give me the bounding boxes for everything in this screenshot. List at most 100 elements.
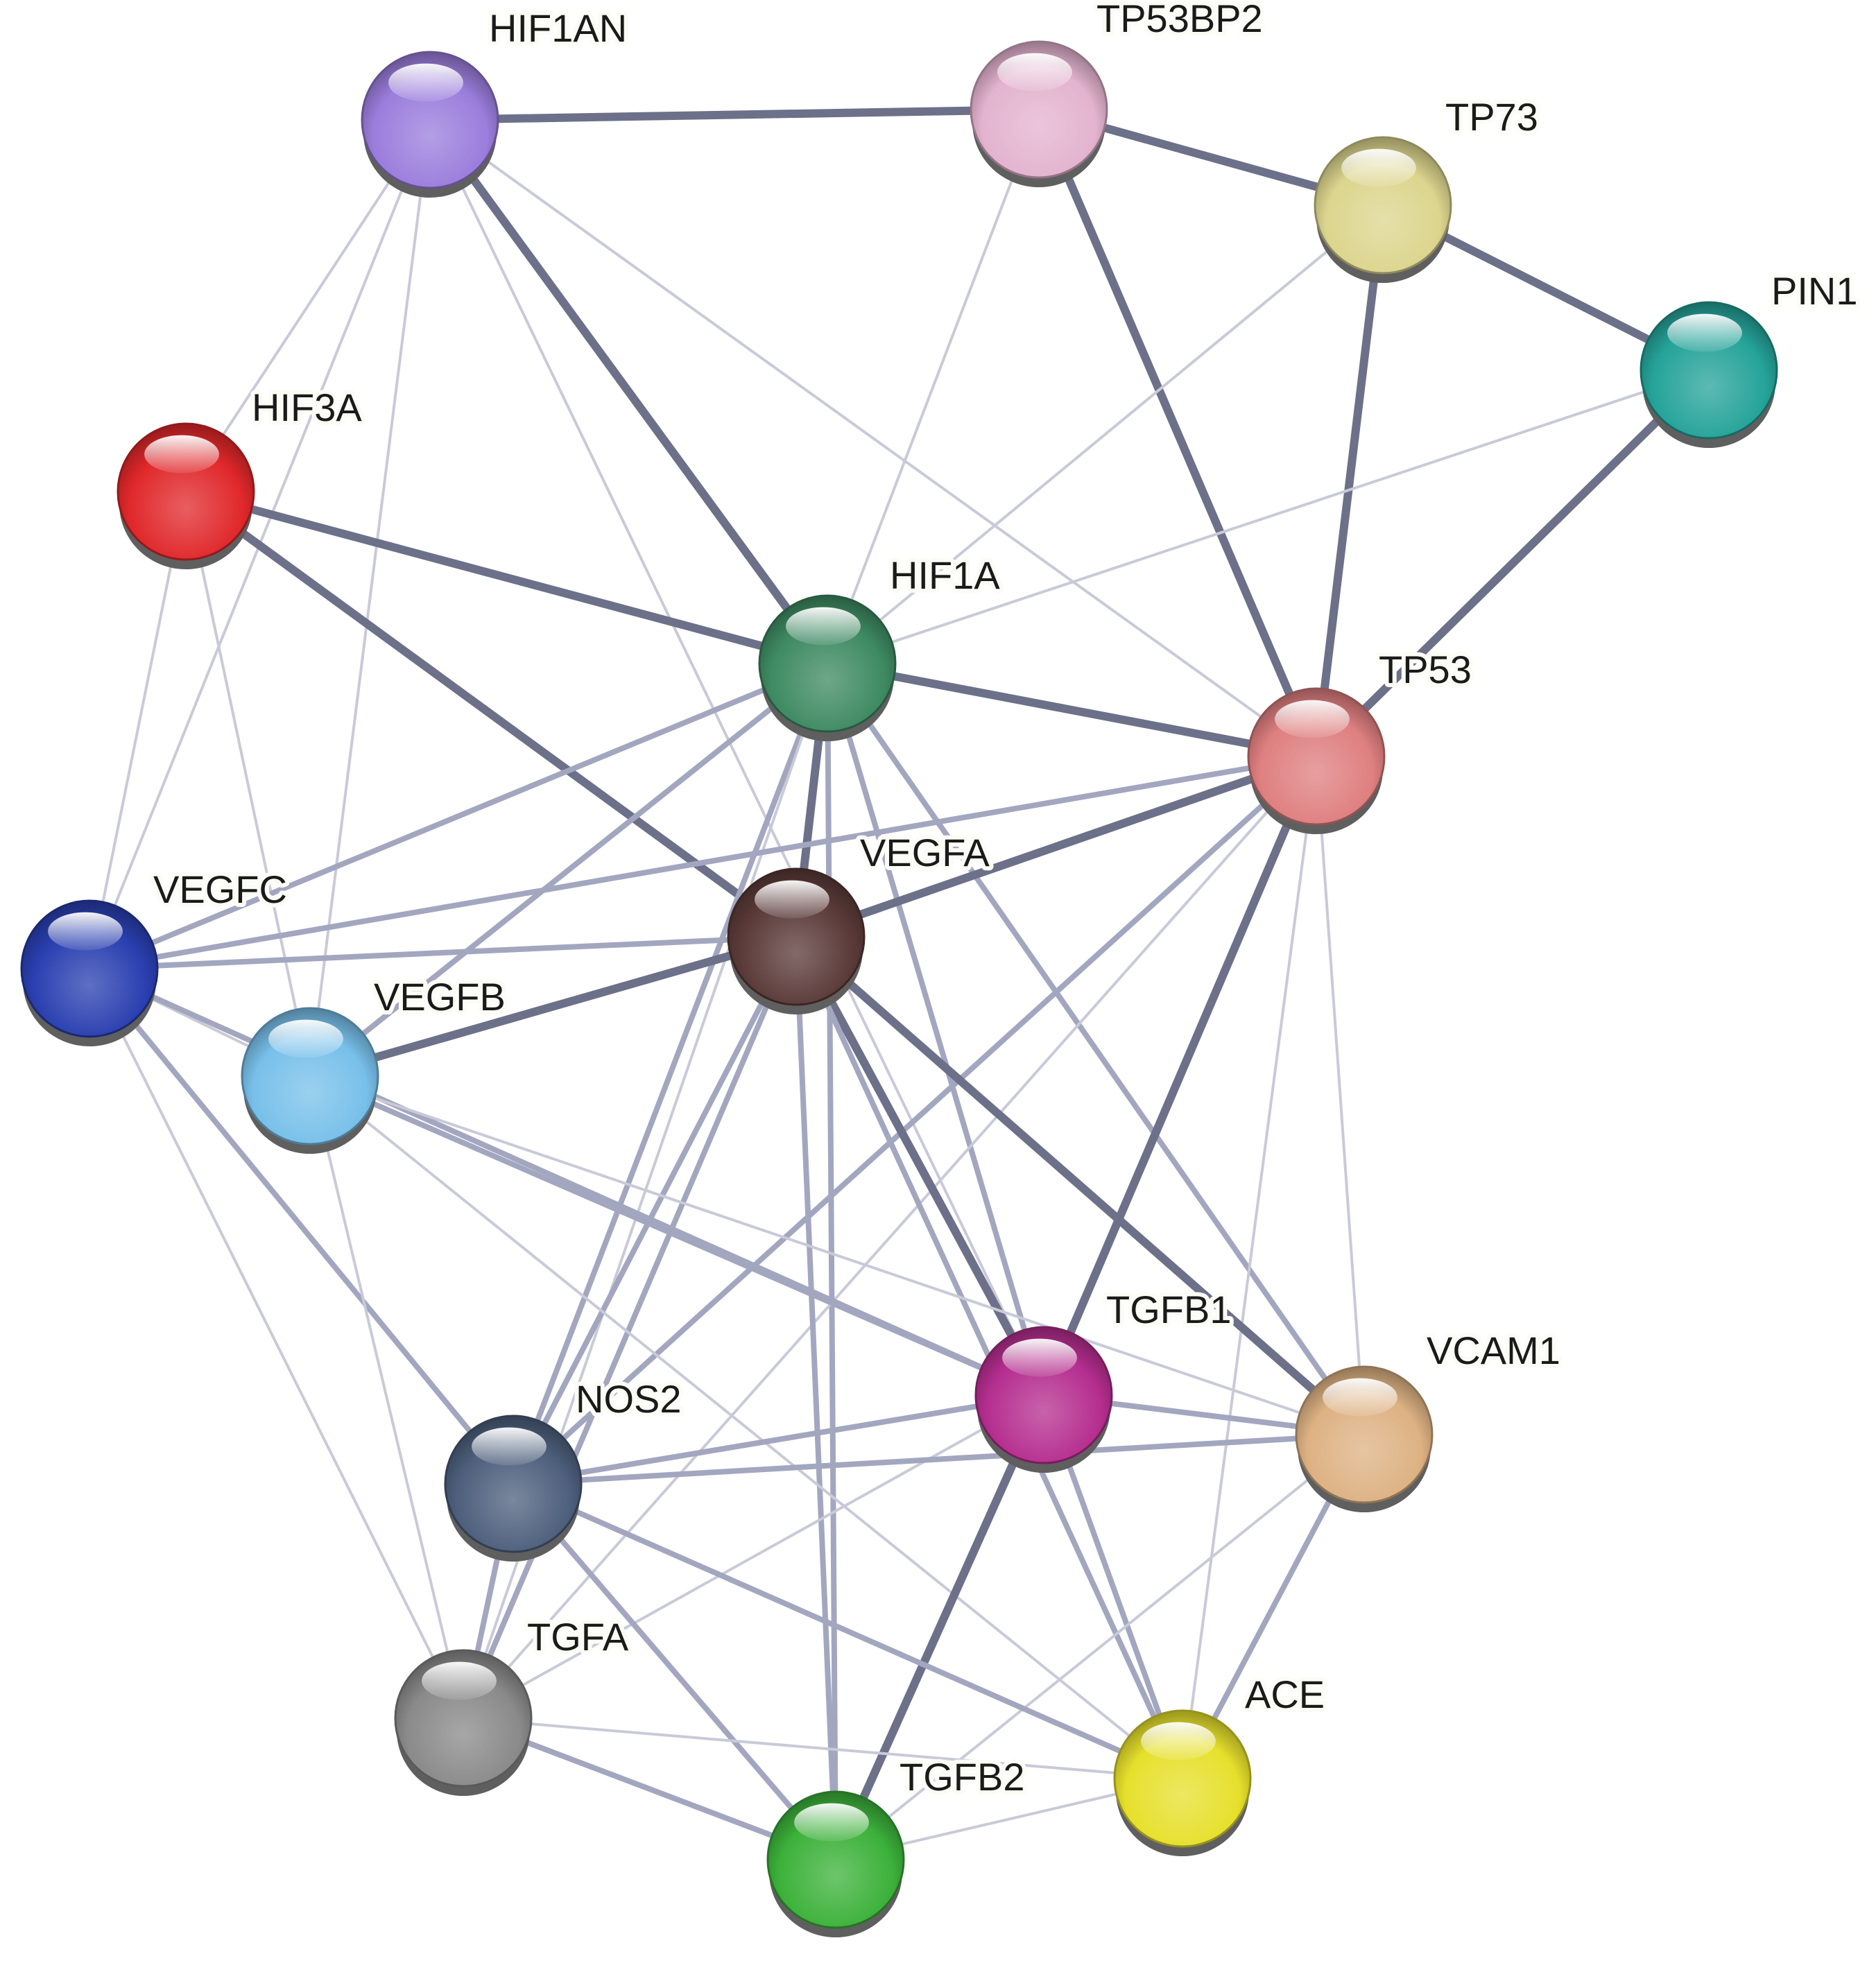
edge-vcam1-nos2 bbox=[510, 1432, 1367, 1487]
node-highlight bbox=[1323, 1378, 1397, 1417]
edge-hif1a-tgfb1 bbox=[825, 661, 1047, 1398]
edge-vegfc-nos2 bbox=[87, 966, 516, 1487]
edge-hif1a-tp53 bbox=[823, 659, 1320, 761]
edge-tp53bp2-hif1a bbox=[826, 108, 1040, 665]
edge-hif3a-vegfb bbox=[184, 490, 311, 1078]
node-highlight bbox=[794, 1803, 869, 1842]
edge-hif1an-tgfb1 bbox=[429, 119, 1045, 1396]
node-highlight bbox=[268, 1019, 343, 1058]
edge-vegfa-tgfb1 bbox=[792, 933, 1048, 1399]
node-label-hif3a: HIF3A bbox=[252, 386, 362, 429]
edge-vegfa-nos2 bbox=[510, 934, 799, 1487]
edge-vegfa-vegfb bbox=[306, 933, 800, 1080]
node-highlight bbox=[997, 53, 1072, 92]
node-label-tp53bp2: TP53BP2 bbox=[1096, 0, 1263, 40]
edge-hif1a-vegfb bbox=[307, 661, 830, 1079]
edge-hif1a-tgfb2 bbox=[825, 661, 838, 1862]
node-highlight bbox=[422, 1661, 497, 1700]
node-label-tgfb2: TGFB2 bbox=[900, 1755, 1024, 1799]
edge-layer bbox=[87, 105, 1713, 1864]
node-vegfa[interactable]: VEGFA bbox=[727, 827, 994, 1014]
edge-hif1a-vegfc bbox=[87, 661, 830, 971]
edge-vegfa-vcam1 bbox=[792, 933, 1368, 1439]
node-ace[interactable]: ACE bbox=[1113, 1668, 1329, 1856]
node-highlight bbox=[1141, 1722, 1216, 1761]
node-hif3a[interactable]: HIF3A bbox=[117, 381, 366, 569]
node-highlight bbox=[144, 435, 219, 474]
node-tgfa[interactable]: TGFA bbox=[394, 1611, 633, 1796]
node-tp53[interactable]: TP53 bbox=[1247, 643, 1476, 834]
node-tp53bp2[interactable]: TP53BP2 bbox=[970, 0, 1267, 187]
node-highlight bbox=[1667, 313, 1742, 352]
node-label-vegfa: VEGFA bbox=[860, 831, 990, 874]
edge-pin1-tp53 bbox=[1312, 366, 1713, 761]
node-label-hif1a: HIF1A bbox=[890, 553, 1000, 597]
edge-vegfa-tgfb2 bbox=[793, 934, 838, 1862]
node-label-vegfb: VEGFB bbox=[374, 975, 506, 1019]
edge-nos2-ace bbox=[510, 1481, 1185, 1781]
node-highlight bbox=[472, 1427, 547, 1466]
edge-tp53-nos2 bbox=[510, 754, 1319, 1487]
node-label-nos2: NOS2 bbox=[576, 1377, 682, 1421]
node-vegfc[interactable]: VEGFC bbox=[20, 863, 291, 1046]
node-label-pin1: PIN1 bbox=[1771, 269, 1858, 313]
edge-vegfb-ace bbox=[309, 1075, 1184, 1780]
edge-tp73-tp53 bbox=[1312, 201, 1387, 761]
edge-tp53-vcam1 bbox=[1315, 755, 1366, 1436]
node-tgfb2[interactable]: TGFB2 bbox=[766, 1751, 1029, 1937]
edge-tp53bp2-tp53 bbox=[1035, 105, 1320, 761]
edge-tp53-vegfc bbox=[87, 754, 1319, 971]
edge-hif1an-hif1a bbox=[426, 116, 832, 668]
edge-hif1an-tp53 bbox=[429, 119, 1318, 758]
node-tp73[interactable]: TP73 bbox=[1314, 91, 1542, 283]
edge-hif1an-tp53bp2 bbox=[426, 105, 1043, 124]
edge-tgfb1-tgfa bbox=[462, 1394, 1045, 1720]
edge-hif1an-vegfb bbox=[309, 119, 431, 1078]
edge-tgfa-ace bbox=[462, 1717, 1184, 1780]
node-label-hif1an: HIF1AN bbox=[489, 6, 627, 50]
edge-tp53-vegfa bbox=[792, 752, 1320, 941]
edge-hif3a-hif1a bbox=[182, 487, 832, 668]
node-highlight bbox=[1002, 1338, 1077, 1377]
edge-vcam1-tgfb2 bbox=[834, 1433, 1366, 1861]
node-label-vegfc: VEGFC bbox=[153, 867, 287, 911]
edge-tgfb1-tgfb2 bbox=[832, 1391, 1048, 1864]
edge-nos2-tgfb2 bbox=[510, 1481, 838, 1862]
edge-vegfa-vegfc bbox=[87, 934, 799, 971]
node-highlight bbox=[786, 607, 861, 646]
node-highlight bbox=[1275, 700, 1350, 738]
edge-tp73-hif1a bbox=[826, 204, 1384, 665]
node-vcam1[interactable]: VCAM1 bbox=[1295, 1324, 1565, 1512]
edge-vegfb-tgfa bbox=[309, 1075, 465, 1720]
node-label-vcam1: VCAM1 bbox=[1427, 1329, 1560, 1372]
edge-hif3a-vegfc bbox=[88, 490, 187, 970]
node-label-tp53: TP53 bbox=[1379, 648, 1472, 691]
node-pin1[interactable]: PIN1 bbox=[1640, 265, 1862, 448]
node-highlight bbox=[48, 912, 123, 951]
node-nos2[interactable]: NOS2 bbox=[444, 1373, 686, 1562]
edge-vegfa-tgfa bbox=[461, 934, 799, 1721]
edge-tp53-tgfa bbox=[462, 755, 1318, 1720]
edge-pin1-hif1a bbox=[826, 369, 1710, 665]
node-hif1an[interactable]: HIF1AN bbox=[361, 2, 631, 198]
node-tgfb1[interactable]: TGFB1 bbox=[974, 1283, 1235, 1473]
edge-tgfb1-nos2 bbox=[510, 1392, 1047, 1487]
edge-tp53-tgfb1 bbox=[1040, 752, 1320, 1399]
node-label-tgfb1: TGFB1 bbox=[1106, 1288, 1231, 1331]
node-label-tgfa: TGFA bbox=[527, 1615, 629, 1659]
node-vegfb[interactable]: VEGFB bbox=[241, 971, 510, 1154]
node-label-tp73: TP73 bbox=[1445, 95, 1538, 139]
node-highlight bbox=[1341, 148, 1416, 187]
node-highlight bbox=[388, 63, 463, 102]
edge-vegfc-tgfa bbox=[88, 967, 465, 1720]
node-hif1a[interactable]: HIF1A bbox=[758, 549, 1004, 741]
node-label-ace: ACE bbox=[1245, 1672, 1325, 1716]
edge-vegfb-vcam1 bbox=[309, 1075, 1366, 1436]
edge-hif1a-nos2 bbox=[510, 661, 830, 1487]
edge-vegfb-tgfb1 bbox=[307, 1073, 1047, 1398]
edge-tp53-ace bbox=[1181, 755, 1318, 1780]
edge-hif1a-vcam1 bbox=[825, 661, 1367, 1437]
node-highlight bbox=[755, 880, 829, 919]
